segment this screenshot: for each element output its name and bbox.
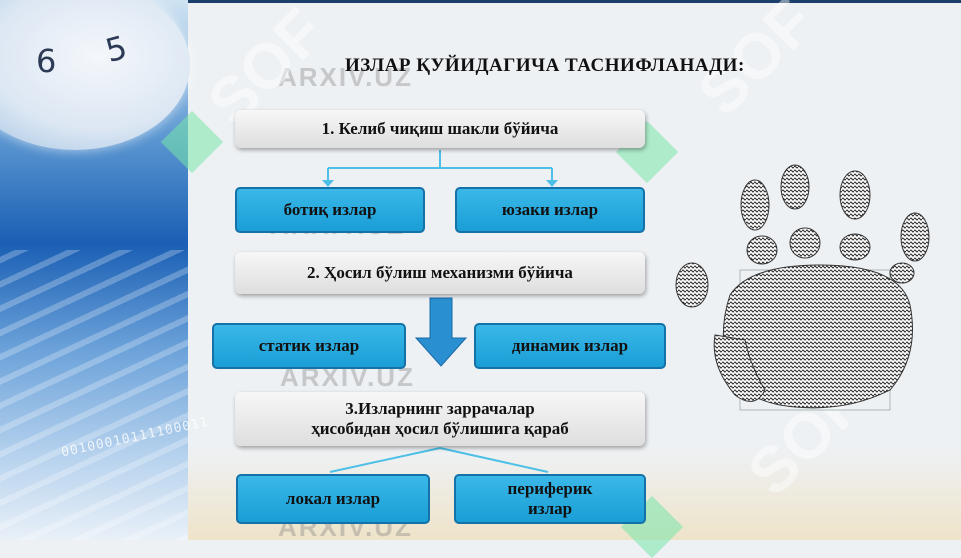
category-box-lokal: локал излар [236,474,430,524]
down-arrow [414,297,468,367]
arrowhead [322,180,334,187]
category-label: статик излар [258,336,360,356]
section1-heading-box: 1. Келиб чиқиш шакли бўйича [235,110,645,148]
category-box-yuzaki: юзаки излар [455,187,645,233]
category-box-dinamik: динамик излар [474,323,666,369]
category-label: юзаки излар [501,200,599,220]
section3-heading-line1: 3.Изларнинг заррачалар [345,399,535,419]
category-box-botiq: ботиқ излар [235,187,425,233]
category-label-line1: периферик [507,479,593,499]
category-label: ботиқ излар [283,200,377,220]
category-label-line2: излар [527,499,573,518]
clock-face [0,0,190,150]
section2-heading-box: 2. Ҳосил бўлиш механизми бўйича [235,252,645,294]
handprint-image [675,164,930,411]
category-label: локал излар [285,489,381,509]
decorative-stripes [0,250,188,540]
category-box-periferik: периферик излар [454,474,646,524]
top-border [188,0,961,3]
category-label: динамик излар [511,336,629,356]
section3-heading-box: 3.Изларнинг заррачалар ҳисобидан ҳосил б… [235,392,645,446]
category-box-statik: статик излар [212,323,406,369]
section1-heading: 1. Келиб чиқиш шакли бўйича [321,119,559,139]
decorative-clock-image: 6 5 00100010111100011 [0,0,210,540]
clock-number-6: 6 [36,42,57,80]
arrowhead [546,180,558,187]
slide-title: ИЗЛАР ҚУЙИДАГИЧА ТАСНИФЛАНАДИ: [345,55,745,76]
section2-heading: 2. Ҳосил бўлиш механизми бўйича [307,263,573,283]
section3-heading-line2: ҳисобидан ҳосил бўлишига қараб [311,419,569,438]
arxiv-watermark: ARXIV.UZ [278,62,413,92]
